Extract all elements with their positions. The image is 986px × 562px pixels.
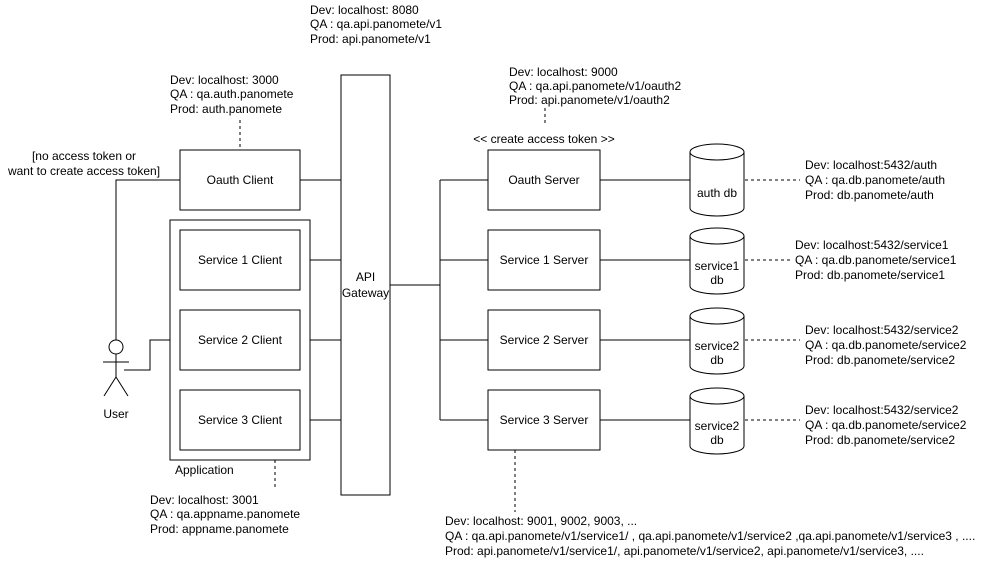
service3-server: Service 3 Server bbox=[487, 389, 601, 451]
service1-db-env-note: Dev: localhost:5432/service1 QA : qa.db.… bbox=[795, 238, 957, 282]
service1-server: Service 1 Server bbox=[487, 229, 601, 291]
note-line: Dev: localhost:5432/service1 bbox=[795, 238, 949, 252]
oauth-server-label: Oauth Server bbox=[508, 173, 579, 187]
note-line: QA : qa.db.panomete/auth bbox=[805, 173, 945, 187]
note-line: Prod: auth.panomete bbox=[170, 102, 282, 116]
service2-client: Service 2 Client bbox=[179, 309, 301, 371]
user-label: User bbox=[103, 407, 128, 421]
servers-env-note: Dev: localhost: 9001, 9002, 9003, ... QA… bbox=[445, 514, 975, 558]
note-line: want to create access token] bbox=[7, 164, 160, 178]
note-line: Prod: db.panomete/service2 bbox=[805, 353, 955, 367]
application-env-note: Dev: localhost: 3001 QA : qa.appname.pan… bbox=[150, 493, 300, 536]
service1-db-cylinder-icon: service1 db bbox=[689, 227, 745, 295]
note-line: Prod: api.panomete/v1/oauth2 bbox=[509, 93, 670, 107]
note-line: QA : qa.db.panomete/service2 bbox=[805, 338, 967, 352]
oauth-client: Oauth Client bbox=[179, 149, 301, 211]
note-line: Prod: appname.panomete bbox=[150, 522, 289, 536]
note-line: QA : qa.auth.panomete bbox=[170, 87, 294, 101]
service3-db-env-note: Dev: localhost:5432/service2 QA : qa.db.… bbox=[805, 403, 967, 447]
oauth-server-stereotype: << create access token >> bbox=[473, 132, 614, 146]
service3-db-label-line2: db bbox=[710, 433, 724, 447]
service1-client: Service 1 Client bbox=[179, 229, 301, 291]
oauth-client-edge-note: [no access token or want to create acces… bbox=[7, 149, 160, 178]
note-line: Prod: api.panomete/v1/service1/, api.pan… bbox=[445, 544, 924, 558]
note-line: Dev: localhost:5432/service2 bbox=[805, 323, 959, 337]
note-line: Dev: localhost:5432/auth bbox=[805, 158, 937, 172]
note-line: QA : qa.api.panomete/v1/oauth2 bbox=[509, 79, 681, 93]
api-gateway-env-note: Dev: localhost: 8080 QA : qa.api.panomet… bbox=[310, 3, 442, 46]
note-line: Dev: localhost: 3001 bbox=[150, 493, 259, 507]
note-line: Dev: localhost: 3000 bbox=[170, 73, 279, 87]
note-line: Dev: localhost:5432/service2 bbox=[805, 403, 959, 417]
oauth-client-label: Oauth Client bbox=[207, 173, 274, 187]
note-line: Dev: localhost: 9000 bbox=[509, 65, 618, 79]
note-line: Dev: localhost: 8080 bbox=[310, 3, 419, 17]
api-gateway-label-line1: API bbox=[356, 270, 375, 284]
note-line: QA : qa.db.panomete/service1 bbox=[795, 253, 957, 267]
api-gateway-label-line2: Gateway bbox=[342, 286, 389, 300]
note-line: QA : qa.db.panomete/service2 bbox=[805, 418, 967, 432]
application-label: Application bbox=[175, 463, 234, 477]
auth-db-label: auth db bbox=[697, 186, 737, 200]
note-connectors bbox=[239, 108, 800, 512]
oauth-server: Oauth Server bbox=[487, 149, 601, 211]
auth-db-env-note: Dev: localhost:5432/auth QA : qa.db.pano… bbox=[805, 158, 945, 202]
service1-server-label: Service 1 Server bbox=[500, 253, 589, 267]
note-line: Prod: db.panomete/service1 bbox=[795, 268, 945, 282]
service3-client: Service 3 Client bbox=[179, 389, 301, 451]
edge-user-oauth-client bbox=[115, 179, 180, 340]
api-gateway: API Gateway bbox=[340, 74, 391, 496]
note-line: Prod: api.panomete/v1 bbox=[310, 32, 431, 46]
service3-client-label: Service 3 Client bbox=[198, 413, 283, 427]
service2-client-label: Service 2 Client bbox=[198, 333, 283, 347]
note-line: Dev: localhost: 9001, 9002, 9003, ... bbox=[445, 514, 637, 528]
note-line: QA : qa.appname.panomete bbox=[150, 507, 300, 521]
note-line: [no access token or bbox=[32, 149, 136, 163]
service2-db-env-note: Dev: localhost:5432/service2 QA : qa.db.… bbox=[805, 323, 967, 367]
service2-server-label: Service 2 Server bbox=[500, 333, 589, 347]
service3-server-label: Service 3 Server bbox=[500, 413, 589, 427]
auth-db-cylinder-icon: auth db bbox=[689, 143, 745, 217]
service3-db-label-line1: service2 bbox=[695, 419, 740, 433]
note-line: QA : qa.api.panomete/v1/service1/ , qa.a… bbox=[445, 529, 975, 543]
note-line: Prod: db.panomete/auth bbox=[805, 188, 934, 202]
edge-user-application bbox=[124, 339, 170, 371]
user-actor-icon bbox=[103, 339, 129, 397]
service2-db-label-line1: service2 bbox=[695, 339, 740, 353]
service2-db-cylinder-icon: service2 db bbox=[689, 307, 745, 375]
note-line: Prod: db.panomete/service2 bbox=[805, 433, 955, 447]
edge-gateway-servers bbox=[390, 179, 488, 421]
service2-db-label-line2: db bbox=[710, 353, 724, 367]
service1-db-label-line2: db bbox=[710, 273, 724, 287]
oauth-server-env-note: Dev: localhost: 9000 QA : qa.api.panomet… bbox=[509, 65, 681, 107]
note-line: QA : qa.api.panomete/v1 bbox=[310, 17, 442, 31]
service1-client-label: Service 1 Client bbox=[198, 253, 283, 267]
service2-server: Service 2 Server bbox=[487, 309, 601, 371]
service1-db-label-line1: service1 bbox=[695, 259, 740, 273]
service3-db-cylinder-icon: service2 db bbox=[689, 387, 745, 455]
oauth-client-env-note: Dev: localhost: 3000 QA : qa.auth.panome… bbox=[170, 73, 294, 116]
